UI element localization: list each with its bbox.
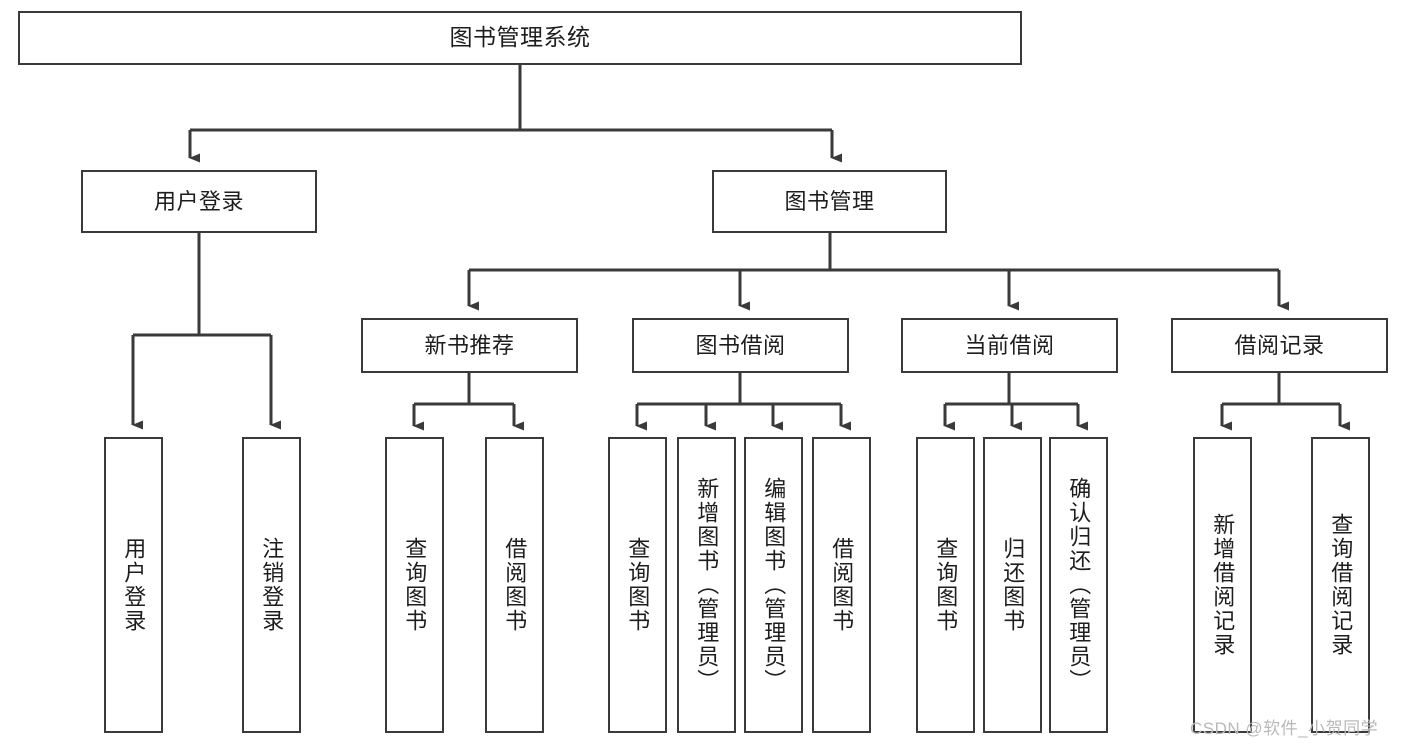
- node-leaf-edit-book[interactable]: 编辑图书（管理员）: [744, 437, 803, 733]
- node-leaf-add-borrow-record-label: 新增借阅记录: [1210, 513, 1236, 657]
- node-leaf-user-login-label: 用户登录: [121, 537, 147, 633]
- csdn-watermark: CSDN @软件_小贺同学: [1190, 719, 1379, 738]
- node-leaf-query-book-3-label: 查询图书: [933, 537, 959, 633]
- node-user-login-label: 用户登录: [153, 188, 244, 214]
- node-root-system-label: 图书管理系统: [449, 24, 591, 51]
- node-leaf-user-login[interactable]: 用户登录: [104, 437, 163, 733]
- node-book-manage[interactable]: 图书管理: [712, 170, 947, 233]
- node-user-login[interactable]: 用户登录: [81, 170, 317, 233]
- node-leaf-query-borrow-record-label: 查询借阅记录: [1328, 513, 1354, 657]
- node-book-manage-label: 图书管理: [784, 188, 875, 214]
- node-leaf-return-book-label: 归还图书: [1000, 537, 1026, 633]
- node-leaf-add-borrow-record[interactable]: 新增借阅记录: [1193, 437, 1252, 733]
- node-leaf-confirm-return-label: 确认归还（管理员）: [1066, 477, 1092, 693]
- node-new-book-recommendation[interactable]: 新书推荐: [361, 318, 578, 373]
- node-new-book-recommendation-label: 新书推荐: [424, 332, 515, 358]
- node-leaf-logout-label: 注销登录: [259, 537, 285, 633]
- node-current-borrow[interactable]: 当前借阅: [901, 318, 1118, 373]
- node-leaf-add-book-label: 新增图书（管理员）: [694, 477, 720, 693]
- node-leaf-query-book-1[interactable]: 查询图书: [385, 437, 444, 733]
- node-leaf-logout[interactable]: 注销登录: [242, 437, 301, 733]
- node-borrow-record[interactable]: 借阅记录: [1171, 318, 1388, 373]
- node-leaf-borrow-book-1[interactable]: 借阅图书: [485, 437, 544, 733]
- node-leaf-borrow-book-2[interactable]: 借阅图书: [812, 437, 871, 733]
- node-leaf-query-book-2[interactable]: 查询图书: [608, 437, 667, 733]
- node-leaf-edit-book-label: 编辑图书（管理员）: [761, 477, 787, 693]
- node-leaf-query-borrow-record[interactable]: 查询借阅记录: [1311, 437, 1370, 733]
- node-current-borrow-label: 当前借阅: [964, 332, 1055, 358]
- node-leaf-borrow-book-2-label: 借阅图书: [829, 537, 855, 633]
- node-leaf-query-book-2-label: 查询图书: [625, 537, 651, 633]
- node-book-borrow[interactable]: 图书借阅: [632, 318, 849, 373]
- node-leaf-query-book-3[interactable]: 查询图书: [916, 437, 975, 733]
- node-leaf-confirm-return[interactable]: 确认归还（管理员）: [1049, 437, 1108, 733]
- node-book-borrow-label: 图书借阅: [695, 332, 786, 358]
- node-borrow-record-label: 借阅记录: [1234, 332, 1325, 358]
- node-root-system[interactable]: 图书管理系统: [18, 11, 1022, 65]
- node-leaf-add-book[interactable]: 新增图书（管理员）: [677, 437, 736, 733]
- node-leaf-borrow-book-1-label: 借阅图书: [502, 537, 528, 633]
- node-leaf-return-book[interactable]: 归还图书: [983, 437, 1042, 733]
- node-leaf-query-book-1-label: 查询图书: [402, 537, 428, 633]
